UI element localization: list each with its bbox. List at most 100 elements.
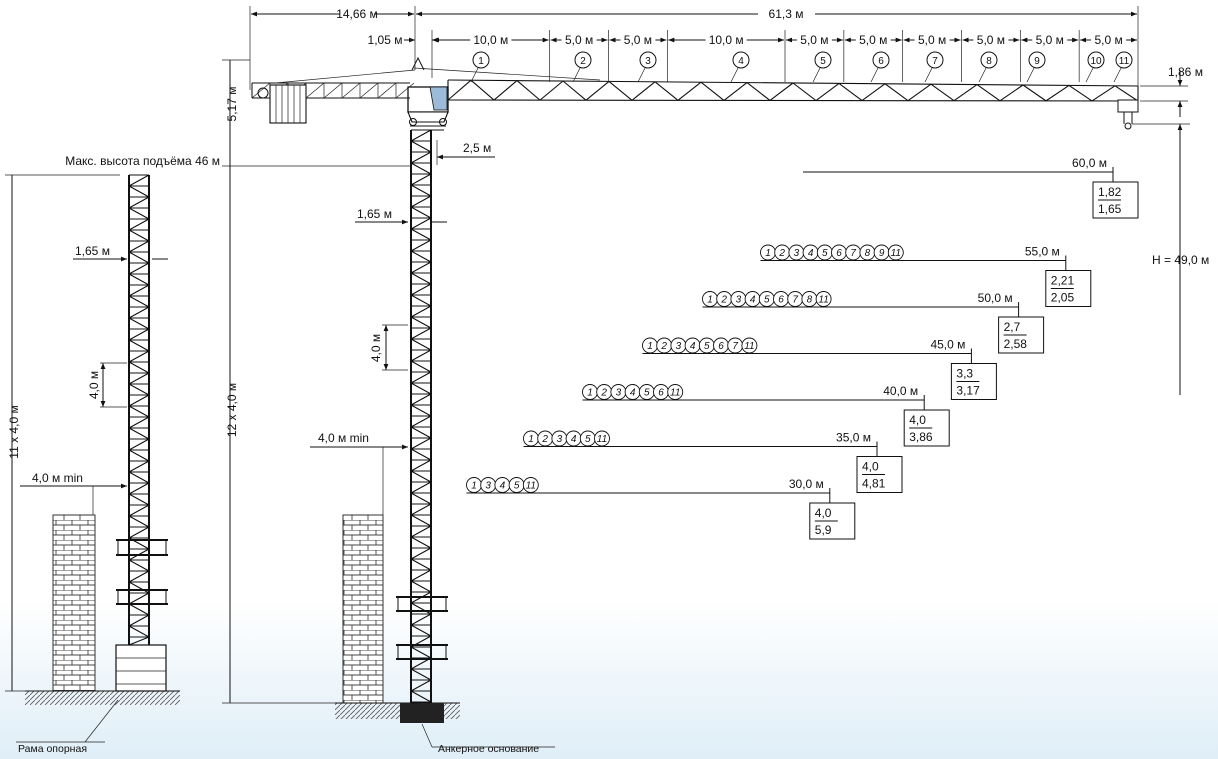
row-section-marker-4: 4 (624, 384, 641, 400)
main-section-label: 4,0 м (369, 334, 383, 362)
svg-text:1: 1 (587, 388, 593, 399)
row-section-marker-2: 2 (656, 337, 673, 354)
row-section-marker-8: 8 (859, 244, 876, 261)
svg-text:8: 8 (865, 248, 871, 259)
counter-jib (251, 69, 416, 124)
load-top-value: 4,0 (909, 413, 926, 427)
svg-text:11: 11 (744, 341, 754, 352)
svg-text:1: 1 (707, 295, 713, 306)
svg-text:6: 6 (718, 341, 724, 352)
hook-height-label: H = 49,0 м (1152, 253, 1209, 267)
svg-text:7: 7 (792, 295, 798, 306)
radius-label: 45,0 м (930, 338, 965, 352)
row-section-marker-7: 7 (845, 244, 862, 261)
svg-text:5: 5 (820, 56, 826, 67)
svg-text:1: 1 (471, 481, 477, 492)
svg-text:8: 8 (986, 56, 992, 67)
counter-jib-length: 14,66 м (336, 7, 378, 21)
row-section-marker-5: 5 (508, 477, 525, 493)
main-tower: 12 x 4,0 м 5,17 м 2,5 м 1,65 м 4,0 м 4,0… (222, 59, 555, 755)
svg-text:4: 4 (750, 295, 756, 306)
jib-offset-label: 1,05 м (368, 33, 403, 47)
segment-length: 5,0 м (859, 33, 887, 47)
row-section-marker-3: 3 (730, 291, 747, 307)
svg-text:1: 1 (765, 248, 771, 259)
left-base-label: Рама опорная (18, 743, 87, 755)
left-max-height-label: Макс. высота подъёма 46 м (65, 154, 220, 168)
section-marker-4: 4 (730, 51, 750, 83)
segment-length: 5,0 м (1094, 33, 1122, 47)
svg-text:4: 4 (738, 56, 744, 67)
row-section-marker-11: 11 (887, 244, 904, 261)
svg-text:1: 1 (528, 434, 534, 445)
svg-text:2: 2 (720, 295, 727, 306)
left-ground (25, 691, 180, 705)
svg-text:5: 5 (704, 341, 710, 352)
svg-text:2: 2 (778, 248, 785, 259)
svg-text:2: 2 (600, 388, 607, 399)
svg-text:9: 9 (1034, 56, 1040, 67)
load-top-value: 3,3 (956, 367, 973, 381)
row-section-marker-1: 1 (466, 477, 482, 493)
load-bottom-value: 1,65 (1098, 202, 1122, 216)
section-marker-6: 6 (870, 51, 890, 83)
row-section-marker-1: 1 (760, 244, 776, 261)
section-marker-9: 9 (1026, 51, 1046, 83)
svg-text:11: 11 (526, 481, 536, 492)
row-section-marker-2: 2 (537, 430, 554, 447)
load-top-value: 2,21 (1051, 274, 1075, 288)
svg-text:2: 2 (660, 341, 667, 352)
section-marker-11: 11 (1113, 51, 1133, 83)
section-marker-3: 3 (637, 51, 657, 83)
row-section-marker-11: 11 (815, 291, 832, 307)
load-bottom-value: 4,81 (862, 477, 886, 491)
row-section-marker-3: 3 (670, 337, 687, 354)
left-tower: 11 x 4,0 м Макс. высота подъёма 46 м 1,6… (5, 154, 220, 755)
svg-text:5: 5 (585, 434, 591, 445)
load-top-value: 2,7 (1004, 320, 1021, 334)
svg-text:2: 2 (541, 434, 548, 445)
section-marker-1: 1 (470, 51, 490, 83)
svg-text:7: 7 (732, 341, 738, 352)
row-section-marker-6: 6 (653, 384, 669, 400)
row-section-marker-3: 3 (788, 244, 805, 261)
left-section-label: 4,0 м (87, 371, 101, 399)
section-marker-7: 7 (924, 51, 944, 83)
load-row: 60,0 м1,821,65 (803, 156, 1139, 219)
row-section-marker-4: 4 (684, 337, 701, 354)
jib (411, 56, 1139, 130)
svg-text:3: 3 (794, 248, 800, 259)
load-bottom-value: 2,05 (1051, 291, 1075, 305)
svg-text:4: 4 (808, 248, 814, 259)
radius-label: 30,0 м (789, 477, 824, 491)
left-section-count: 11 x 4,0 м (7, 405, 21, 458)
offset-label: 2,5 м (463, 141, 491, 155)
svg-text:4: 4 (500, 481, 506, 492)
row-section-marker-4: 4 (802, 244, 819, 261)
main-brick-wall (342, 514, 384, 704)
main-width-label: 1,65 м (357, 207, 392, 221)
left-mast (128, 174, 150, 646)
row-section-marker-6: 6 (831, 244, 847, 261)
row-section-marker-5: 5 (698, 337, 715, 354)
svg-text:6: 6 (836, 248, 842, 259)
svg-text:7: 7 (932, 56, 938, 67)
svg-text:9: 9 (879, 248, 885, 259)
svg-text:10: 10 (1090, 56, 1102, 67)
svg-text:5: 5 (514, 481, 520, 492)
radius-label: 50,0 м (978, 291, 1013, 305)
row-section-marker-5: 5 (758, 291, 775, 307)
row-section-marker-1: 1 (582, 384, 598, 400)
row-section-marker-1: 1 (523, 430, 539, 447)
svg-text:6: 6 (878, 56, 884, 67)
row-section-marker-6: 6 (773, 291, 789, 307)
